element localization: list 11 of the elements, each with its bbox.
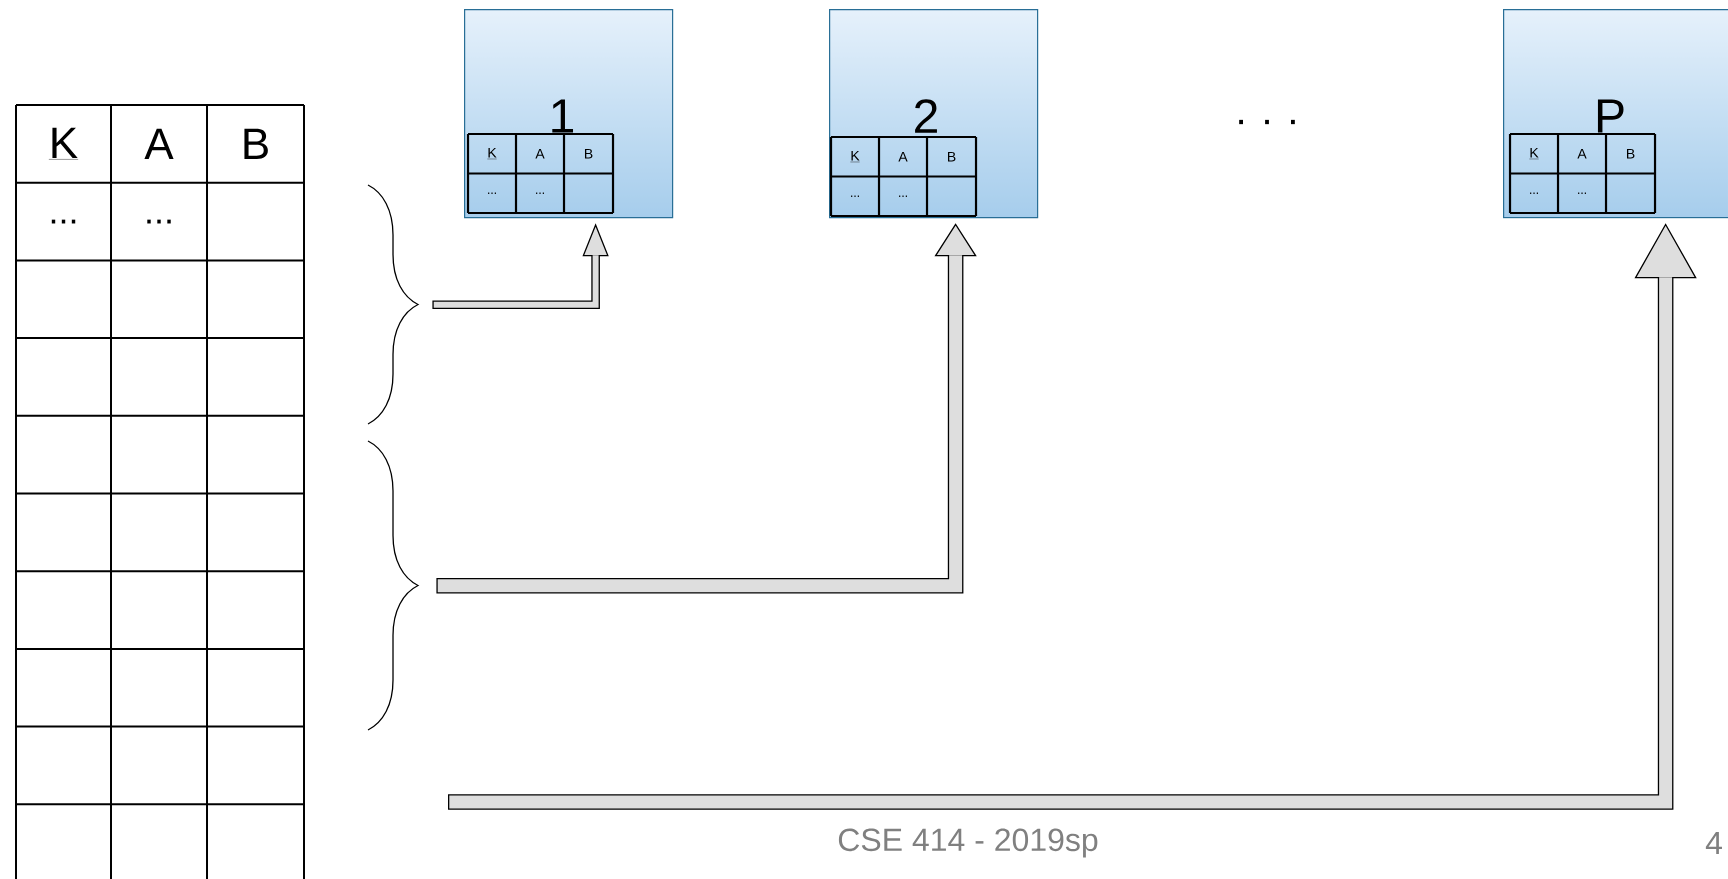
curly-brace xyxy=(367,440,419,731)
ellipsis-text: . . . xyxy=(1239,119,1295,125)
mini-table: K A B ... ... xyxy=(1508,132,1657,215)
mini-table: K A B ... ... xyxy=(829,135,978,218)
arrow xyxy=(436,223,977,594)
data-table: K A B ... ... xyxy=(15,104,305,879)
page-number: 4 xyxy=(1705,832,1722,854)
arrow xyxy=(448,223,1697,810)
footer-text: CSE 414 - 2019sp xyxy=(838,828,1098,858)
curly-brace xyxy=(367,184,419,425)
mini-table: K A B ... ... xyxy=(466,132,615,215)
